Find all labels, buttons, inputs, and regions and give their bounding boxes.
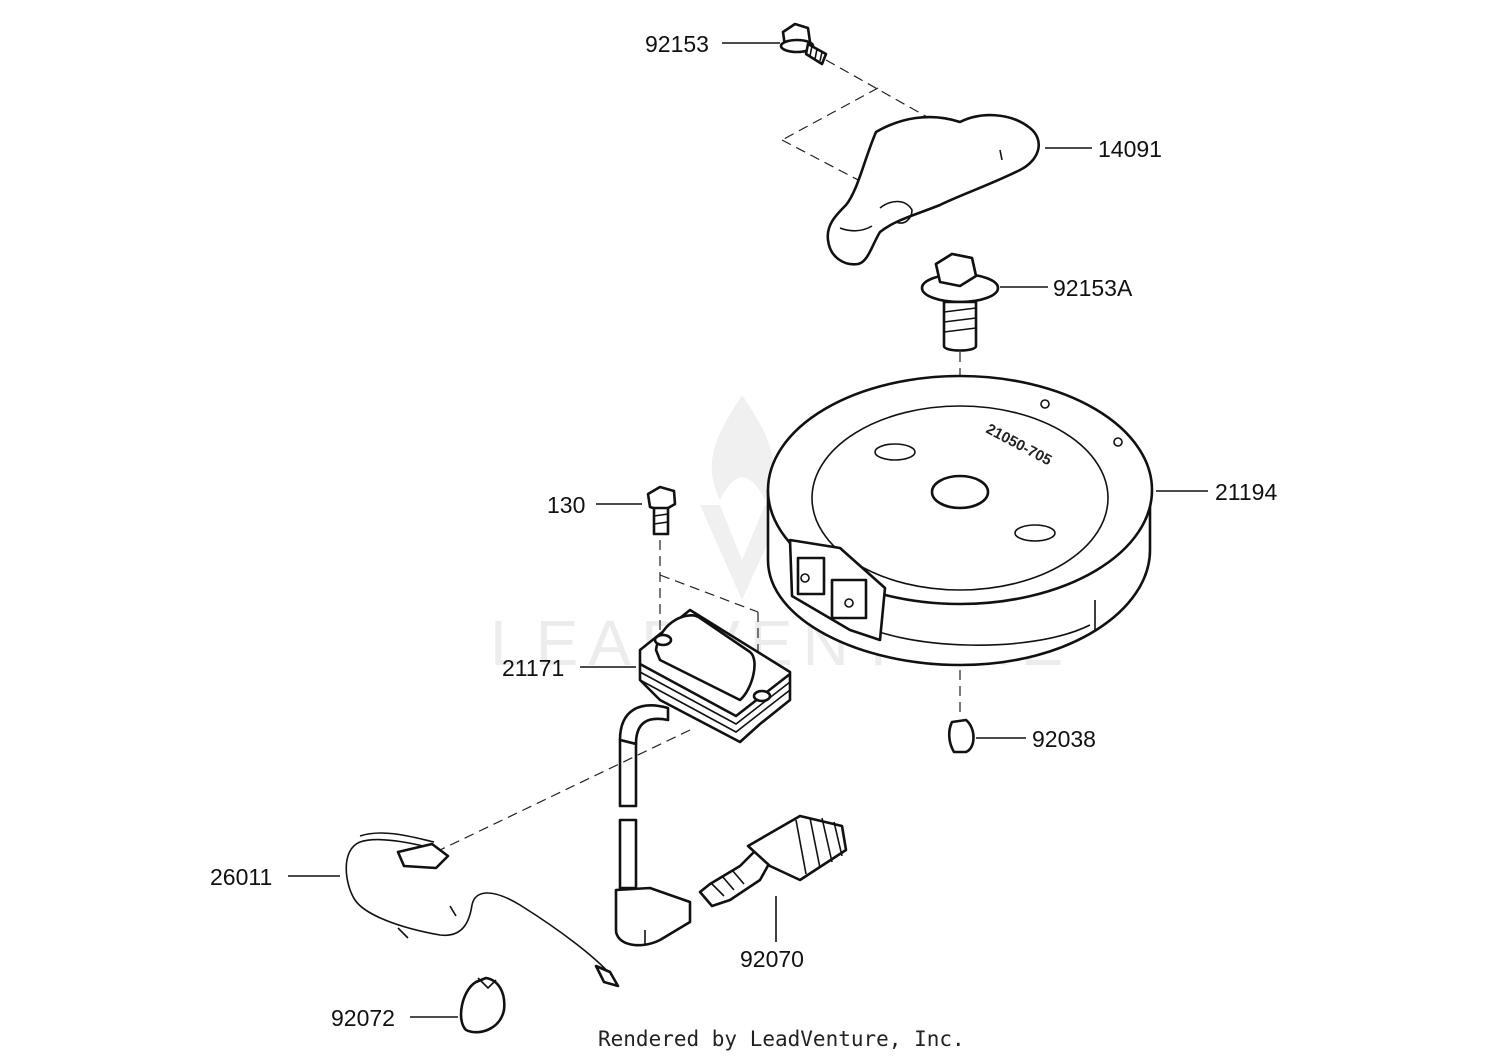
part-92153-bolt: [779, 22, 828, 66]
part-92153A-bolt: [920, 252, 1000, 352]
part-130-bolt: [646, 485, 677, 536]
plug-boot: [614, 818, 692, 947]
part-label-92153[interactable]: 92153: [645, 31, 709, 57]
part-92072-clamp: [459, 976, 506, 1034]
part-label-92070[interactable]: 92070: [740, 946, 804, 972]
part-label-21171[interactable]: 21171: [502, 655, 564, 681]
part-label-92038[interactable]: 92038: [1032, 726, 1096, 752]
part-label-21194[interactable]: 21194: [1215, 479, 1277, 505]
part-92038-key: [947, 718, 975, 754]
part-label-92072[interactable]: 92072: [331, 1005, 395, 1031]
part-92070-spark-plug: [698, 814, 848, 908]
part-14091-plate: [826, 113, 1040, 266]
part-label-26011[interactable]: 26011: [210, 864, 272, 890]
part-21194-flywheel: 21050-705: [766, 374, 1154, 667]
part-21171-ignition-coil: [618, 608, 792, 808]
part-label-130[interactable]: 130: [547, 492, 585, 518]
part-26011-ground-wire: [345, 832, 620, 988]
part-label-14091[interactable]: 14091: [1098, 136, 1162, 162]
rendered-by-footer: Rendered by LeadVenture, Inc.: [598, 1027, 965, 1051]
part-label-92153A[interactable]: 92153A: [1053, 275, 1133, 301]
